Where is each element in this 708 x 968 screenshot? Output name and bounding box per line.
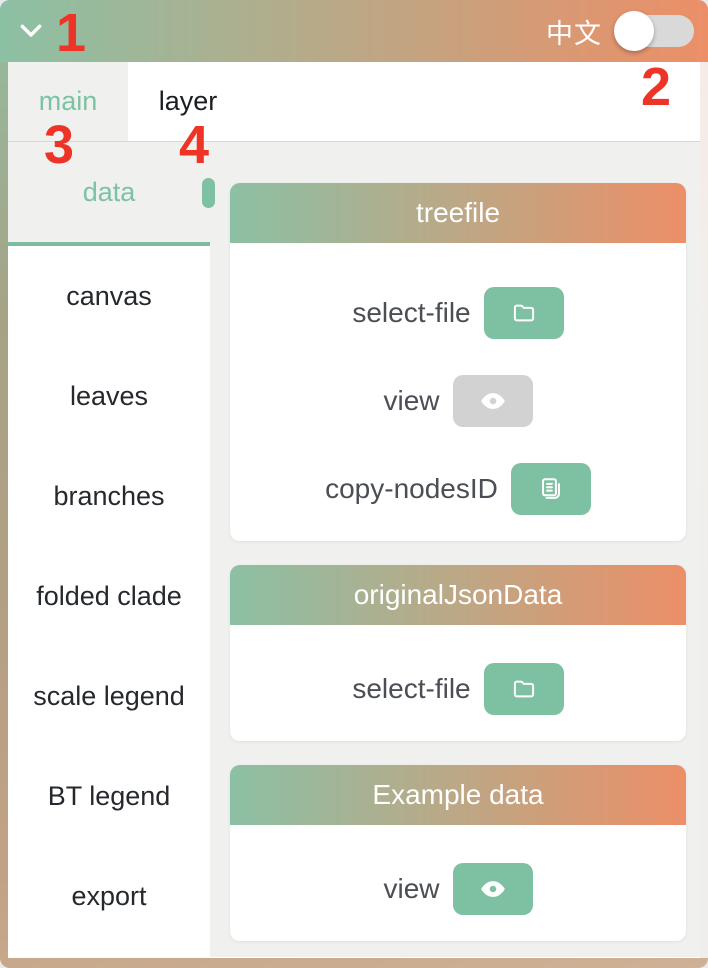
eye-icon [480,881,505,897]
annotation-3: 3 [44,115,75,175]
sidebar-item-export[interactable]: export [71,880,147,911]
sidebar-scrollbar-thumb[interactable] [202,178,215,208]
folder-icon [513,680,534,698]
language-label: 中文 [546,18,602,49]
copy-nodesid-label: copy-nodesID [325,473,498,504]
json-select-file-row: select-file [230,663,686,715]
card-original-json-data: originalJsonData select-file [230,565,686,741]
card-original-json-data-body: select-file [230,625,686,741]
annotation-1: 1 [56,3,87,63]
card-original-json-data-header: originalJsonData [230,565,686,625]
sidebar-item-bt-legend[interactable]: BT legend [47,780,171,811]
treefile-view-row: view [230,375,686,427]
sidebar-item-folded-clade[interactable]: folded clade [36,580,182,611]
select-file-button[interactable] [483,287,564,339]
treefile-copy-row: copy-nodesID [230,463,686,515]
select-file-label: select-file [352,297,471,328]
card-example-data: Example data view [230,765,686,941]
treefile-select-file-row: select-file [230,287,686,339]
copy-icon [541,478,560,499]
window-body: main layer data canvas leaves branches f… [8,62,700,958]
toggle-knob[interactable] [614,11,654,51]
tab-layer[interactable]: layer [128,62,248,141]
sidebar-item-scale-legend[interactable]: scale legend [33,680,185,711]
annotation-4: 4 [179,115,210,175]
card-treefile-body: select-file view [230,243,686,541]
content-region: data canvas leaves branches folded clade… [8,142,700,957]
tab-bar: main layer [8,62,700,142]
json-select-file-button[interactable] [483,663,564,715]
copy-nodesid-button[interactable] [510,463,591,515]
annotation-2: 2 [641,57,672,117]
example-view-button[interactable] [452,863,533,915]
card-example-data-body: view [230,825,686,941]
main-panel: treefile select-file view [210,142,700,957]
sidebar-item-canvas[interactable]: canvas [66,280,152,311]
example-view-row: view [230,863,686,915]
tab-main[interactable]: main [8,62,128,141]
view-label: view [383,385,440,416]
sidebar-item-branches[interactable]: branches [53,480,165,511]
eye-icon [480,393,505,409]
collapse-button[interactable] [14,14,48,48]
view-label: view [383,873,440,904]
card-treefile: treefile select-file view [230,183,686,541]
chevron-down-icon [20,24,42,37]
language-toggle[interactable] [614,11,694,51]
sidebar-item-leaves[interactable]: leaves [69,380,149,411]
card-treefile-header: treefile [230,183,686,243]
view-button-disabled[interactable] [452,375,533,427]
select-file-label: select-file [352,673,471,704]
sidebar: data canvas leaves branches folded clade… [8,142,215,957]
sidebar-item-data[interactable]: data [8,142,210,246]
card-example-data-header: Example data [230,765,686,825]
window-scrollbar-track[interactable] [700,62,708,958]
top-bar: 中文 [0,0,708,62]
folder-icon [513,304,534,322]
